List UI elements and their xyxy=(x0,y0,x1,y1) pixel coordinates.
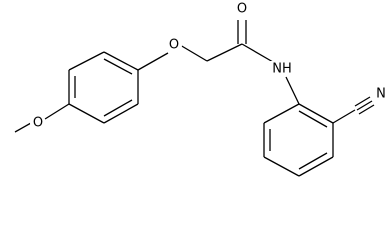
methylene-carbonyl-bond xyxy=(206,43,243,62)
nitrogen-aryl-bond xyxy=(285,76,300,105)
amide-nitrogen-atom: NH xyxy=(270,61,294,77)
molecule-structure-diagram: O O O NH N xyxy=(14,1,389,177)
methoxyphenyl-ring xyxy=(68,51,139,124)
bond-layer xyxy=(14,20,375,177)
carbonyl-oxygen-atom: O xyxy=(234,1,250,17)
ether-oxygen-atom: O xyxy=(166,37,182,53)
carbonyl-oxygen-label: O xyxy=(237,2,247,17)
aryl-ether-bond xyxy=(137,52,169,71)
ether-methylene-bond xyxy=(179,44,208,62)
methoxy-aryl-bond xyxy=(44,103,70,120)
cyanophenyl-ring xyxy=(263,103,334,177)
atom-label-layer: O O O NH N xyxy=(30,1,389,131)
methoxy-oxygen-atom: O xyxy=(30,115,46,131)
ether-oxygen-label: O xyxy=(169,38,179,53)
methoxy-methyl-bond xyxy=(14,122,32,133)
amide-nitrogen-label: NH xyxy=(272,62,292,77)
nitrile-nitrogen-label: N xyxy=(376,87,386,102)
nitrile-triple-bond-b xyxy=(356,100,373,111)
carbonyl-nitrogen-bond xyxy=(241,43,274,63)
nitrile-nitrogen-atom: N xyxy=(373,86,389,102)
aryl-nitrile-carbon-bond xyxy=(332,109,356,124)
methoxy-oxygen-label: O xyxy=(33,116,43,131)
nitrile-triple-bond-a xyxy=(354,96,371,107)
nitrile-triple-bond-c xyxy=(358,104,375,115)
